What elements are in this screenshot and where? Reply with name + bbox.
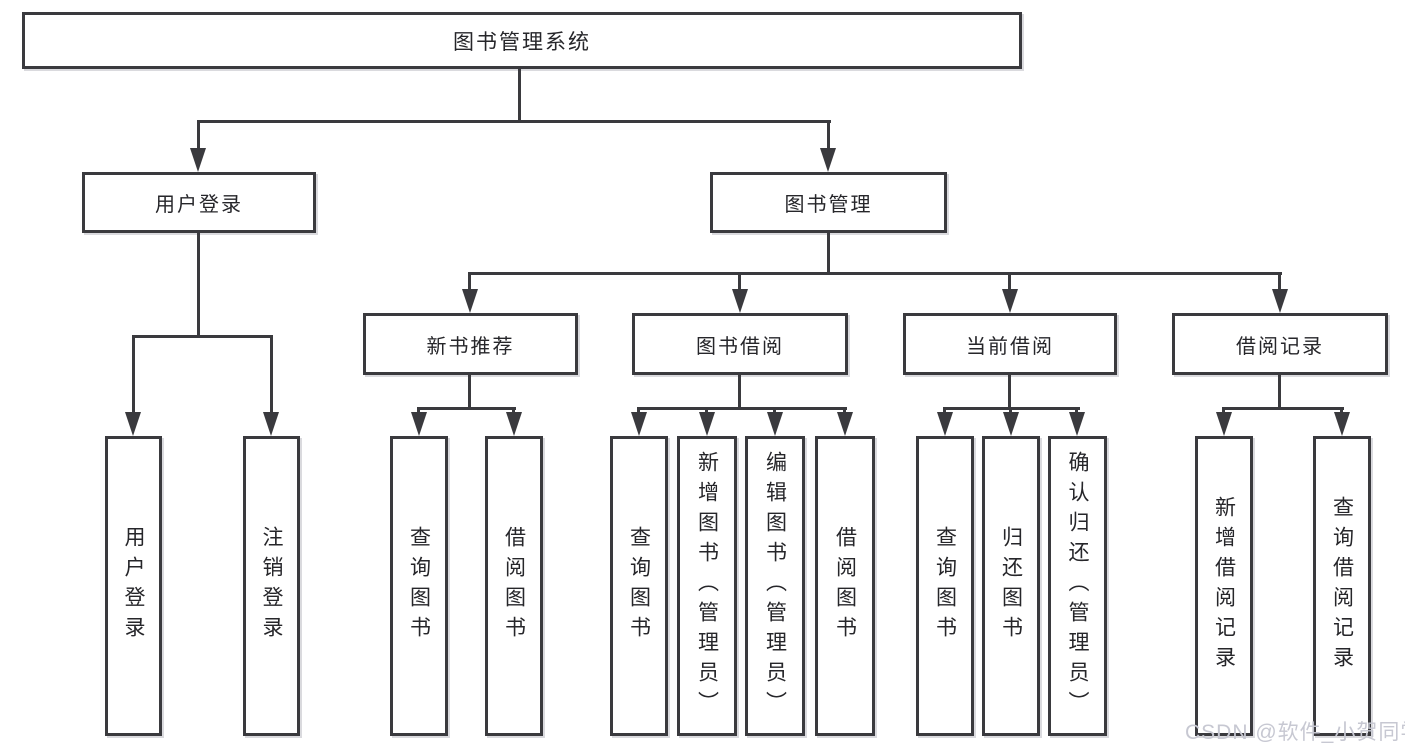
arrowhead-down-icon [1216, 412, 1232, 436]
arrowhead-down-icon [1334, 412, 1350, 436]
arrowhead-down-icon [125, 412, 141, 436]
node-user-login: 用户登录 [82, 172, 316, 233]
leaf-user-login: 用户登录 [105, 436, 162, 736]
arrowhead-down-icon [1002, 289, 1018, 313]
leaf-current-query-books: 查询图书 [916, 436, 974, 736]
leaf-recommend-borrow-books: 借阅图书 [485, 436, 543, 736]
node-label: 确认归还（管理员） [1066, 451, 1089, 721]
node-label: 借阅图书 [502, 526, 526, 646]
node-new-book-recommend: 新书推荐 [363, 313, 578, 375]
node-label: 图书借阅 [696, 335, 784, 358]
arrowhead-down-icon [1069, 412, 1085, 436]
connector-line [637, 407, 847, 410]
node-book-borrow: 图书借阅 [632, 313, 848, 375]
connector-line [1340, 407, 1343, 415]
connector-line [518, 69, 521, 122]
arrowhead-down-icon [732, 289, 748, 313]
connector-line [468, 375, 471, 409]
arrowhead-down-icon [263, 412, 279, 436]
node-label: 借阅图书 [833, 526, 857, 646]
connector-line [1008, 272, 1011, 292]
connector-line [943, 407, 946, 415]
connector-line [469, 272, 1282, 275]
leaf-borrow-add-books-admin: 新增图书（管理员） [677, 436, 737, 736]
connector-line [637, 407, 640, 415]
leaf-records-query-record: 查询借阅记录 [1313, 436, 1371, 736]
watermark: CSDN @软件_小贺同学 [1185, 721, 1405, 744]
arrowhead-down-icon [837, 412, 853, 436]
connector-line [197, 233, 200, 337]
arrowhead-down-icon [190, 148, 206, 172]
node-label: 新书推荐 [426, 335, 515, 358]
leaf-current-return-books: 归还图书 [982, 436, 1040, 736]
arrowhead-down-icon [937, 412, 953, 436]
arrowhead-down-icon [462, 289, 478, 313]
node-label: 注销登录 [260, 526, 283, 646]
arrowhead-down-icon [1003, 412, 1019, 436]
node-label: 当前借阅 [966, 335, 1054, 358]
node-label: 用户登录 [122, 526, 145, 646]
leaf-recommend-query-books: 查询图书 [390, 436, 448, 736]
connector-line [417, 407, 420, 415]
connector-line [1222, 407, 1344, 410]
node-label: 查询图书 [933, 526, 957, 646]
connector-line [197, 120, 200, 150]
arrowhead-down-icon [411, 412, 427, 436]
connector-line [468, 272, 471, 292]
connector-line [1222, 407, 1225, 415]
node-label: 编辑图书（管理员） [763, 451, 787, 721]
connector-line [738, 375, 741, 409]
node-label: 查询图书 [407, 526, 431, 646]
connector-line [1278, 272, 1281, 292]
node-root: 图书管理系统 [22, 12, 1022, 69]
node-label: 新增借阅记录 [1212, 496, 1236, 676]
connector-line [1278, 375, 1281, 409]
arrowhead-down-icon [820, 148, 836, 172]
connector-line [1075, 407, 1078, 415]
connector-line [132, 335, 273, 338]
leaf-records-add-record: 新增借阅记录 [1195, 436, 1253, 736]
leaf-logout: 注销登录 [243, 436, 300, 736]
node-label: 查询借阅记录 [1330, 496, 1354, 676]
connector-line [738, 272, 741, 292]
node-label: 归还图书 [999, 526, 1023, 646]
connector-line [705, 407, 708, 415]
connector-line [197, 120, 831, 123]
arrowhead-down-icon [767, 412, 783, 436]
node-label: 新增图书（管理员） [695, 451, 719, 721]
leaf-borrow-borrow-books: 借阅图书 [815, 436, 875, 736]
connector-line [1008, 375, 1011, 409]
arrowhead-down-icon [699, 412, 715, 436]
connector-line [417, 407, 516, 410]
node-label: 借阅记录 [1236, 335, 1324, 358]
node-label: 查询图书 [627, 526, 651, 646]
node-label: 用户登录 [155, 194, 243, 216]
connector-line [827, 120, 830, 150]
node-book-management: 图书管理 [710, 172, 947, 233]
connector-line [827, 233, 830, 274]
node-label: 图书管理系统 [453, 30, 591, 54]
arrowhead-down-icon [1272, 289, 1288, 313]
connector-line [512, 407, 515, 415]
connector-line [270, 335, 273, 414]
arrowhead-down-icon [631, 412, 647, 436]
leaf-current-confirm-return-admin: 确认归还（管理员） [1048, 436, 1107, 736]
connector-line [773, 407, 776, 415]
connector-line [132, 335, 135, 414]
node-current-borrow: 当前借阅 [903, 313, 1117, 375]
connector-line [843, 407, 846, 415]
leaf-borrow-edit-books-admin: 编辑图书（管理员） [745, 436, 805, 736]
connector-line [1009, 407, 1012, 415]
leaf-borrow-query-books: 查询图书 [610, 436, 668, 736]
arrowhead-down-icon [506, 412, 522, 436]
node-label: 图书管理 [784, 194, 873, 216]
node-borrow-records: 借阅记录 [1172, 313, 1388, 375]
